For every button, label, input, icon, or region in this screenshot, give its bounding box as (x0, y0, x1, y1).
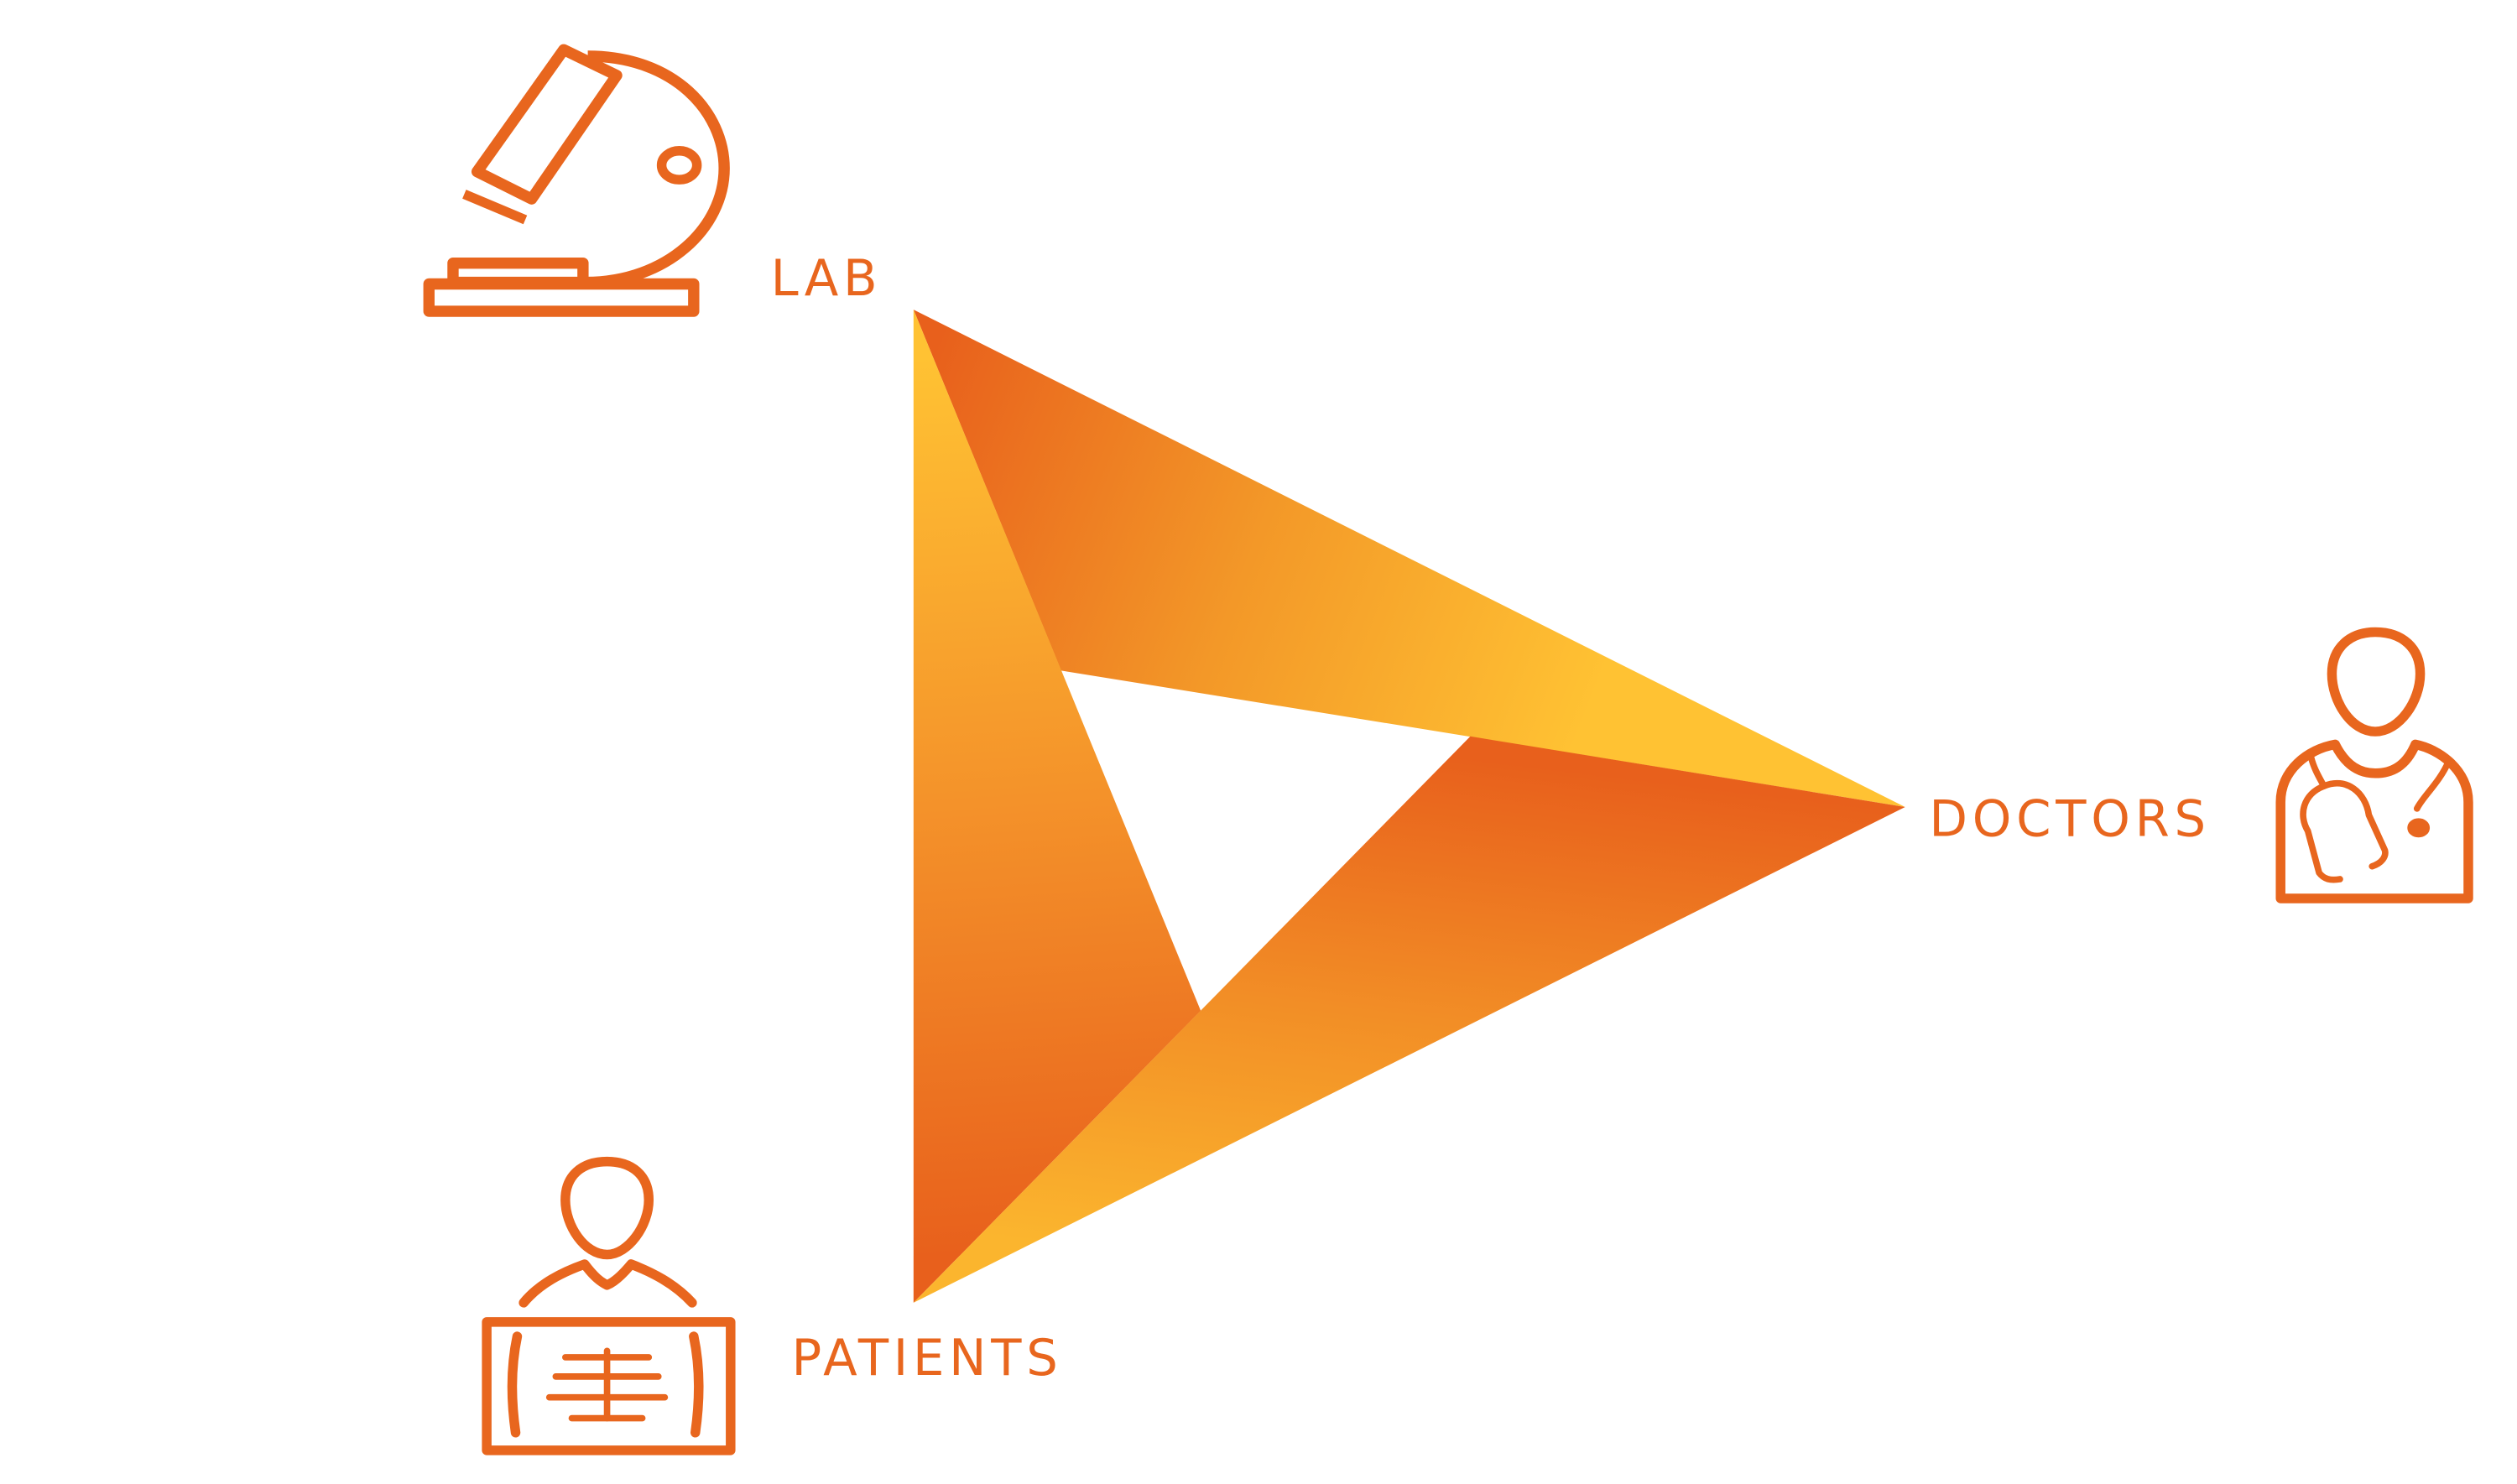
doctor-stethoscope-icon (2275, 627, 2473, 903)
microscope-icon (423, 44, 730, 317)
patients-label: PATIENTS (791, 1329, 1062, 1387)
doctors-label: DOCTORS (1929, 789, 2210, 847)
triangle-segment-top (913, 310, 1905, 807)
lab-label: LAB (771, 249, 883, 307)
triangle-segment-left (913, 310, 1201, 1303)
triangle-segment-bottom (913, 736, 1905, 1303)
patient-xray-icon (482, 1156, 736, 1455)
